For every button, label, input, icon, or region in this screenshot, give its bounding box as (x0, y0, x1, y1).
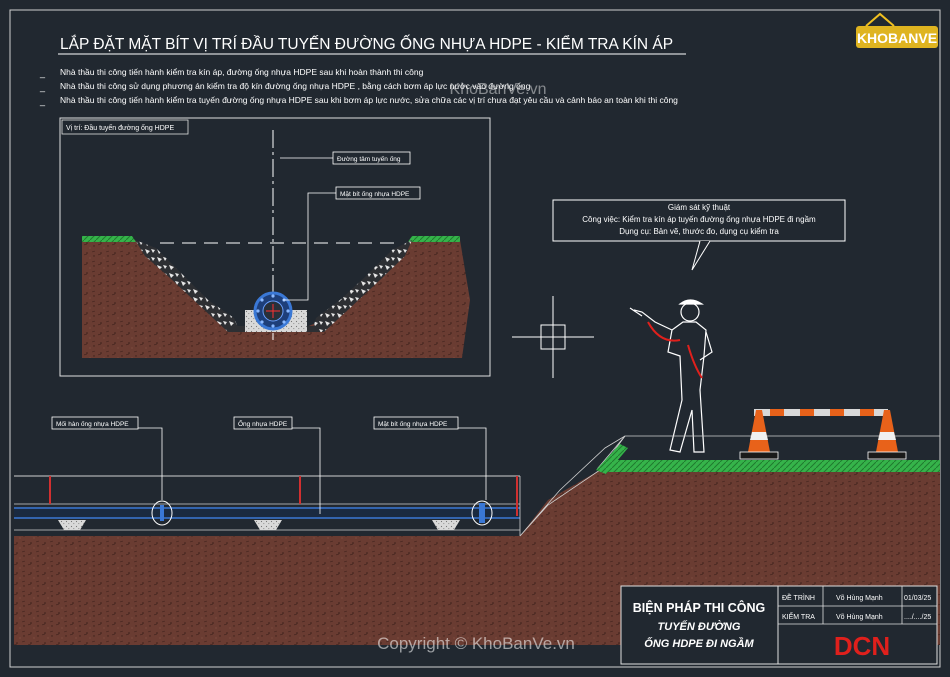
road-grass (600, 460, 940, 472)
worker-figure-icon (629, 299, 713, 453)
watermark-center: KhoBanVe.vn (450, 81, 547, 98)
supervisor-box (552, 199, 846, 242)
label-box-flange (373, 416, 459, 430)
callout-centerline: Đường tâm tuyến ống (337, 154, 401, 163)
title-block-main: BIỆN PHÁP THI CÔNG (633, 600, 765, 615)
note-bullet: _ (39, 96, 46, 106)
trench-slope-left (135, 240, 240, 332)
leader-pipe (292, 427, 321, 514)
row2-name: Võ Hùng Mạnh (836, 614, 883, 621)
row2-label: KIỂM TRA (782, 612, 815, 621)
title-block-sub2: ỐNG HDPE ĐI NGẦM (644, 637, 754, 650)
trench-soil (82, 240, 470, 358)
note-2: Nhà thầu thi công sử dụng phương án kiểm… (60, 81, 531, 91)
callout-flange: Mặt bít ống nhựa HDPE (340, 189, 410, 198)
notes-list: _ Nhà thầu thi công tiến hành kiểm tra k… (39, 67, 678, 106)
row1-date: 01/03/25 (904, 595, 931, 602)
detail-label-box (61, 119, 189, 135)
grass-left (82, 236, 136, 242)
supervisor-tools: Dụng cụ: Bản vẽ, thước đo, dụng cụ kiểm … (619, 227, 779, 236)
slope-grass (596, 444, 628, 474)
company-logo: DCN (834, 631, 890, 661)
khobanve-logo: KHOBANVE (856, 12, 938, 48)
safety-barrier (754, 409, 888, 416)
speech-pointer (691, 240, 711, 271)
crosshair-icon (512, 296, 594, 378)
traffic-cone-icon (739, 410, 779, 460)
drawing-frame (9, 9, 941, 668)
callout-box-flange (335, 186, 421, 200)
trench-detail: Vị trí: Đầu tuyến đường ống HDPE Đườ (59, 117, 491, 377)
label-pipe: Ống nhựa HDPE (238, 418, 288, 428)
title-block-sub1: TUYẾN ĐƯỜNG (658, 620, 741, 633)
callout-box-centerline (332, 151, 411, 165)
traffic-cone-icon (867, 410, 907, 460)
note-bullet: _ (39, 68, 46, 78)
label-box-pipe (233, 416, 293, 430)
leader-flange (458, 427, 487, 500)
khobanve-logo-text: KHOBANVE (857, 30, 937, 46)
row1-name: Võ Hùng Mạnh (836, 595, 883, 602)
grass-right (408, 236, 460, 242)
supervisor-role: Giám sát kỹ thuật (668, 203, 731, 212)
row2-date: ..../..../25 (904, 614, 931, 621)
drawing-title: LẮP ĐẶT MẶT BÍT VỊ TRÍ ĐẦU TUYẾN ĐƯỜNG Ố… (60, 35, 673, 53)
label-box-weld (51, 416, 139, 430)
watermark-copyright: Copyright © KhoBanVe.vn (377, 634, 575, 653)
label-weld: Mối hàn ống nhựa HDPE (56, 419, 129, 428)
note-3: Nhà thầu thi công tiến hành kiểm tra tuy… (60, 95, 678, 105)
detail-label: Vị trí: Đầu tuyến đường ống HDPE (66, 123, 174, 132)
weld-ring (160, 505, 164, 521)
flange-end-icon (471, 500, 493, 526)
detail-box (59, 117, 491, 377)
weld-joint-icon (151, 500, 173, 526)
marker-stakes (49, 476, 518, 516)
note-bullet: _ (39, 82, 46, 92)
supervisor-callout: Giám sát kỹ thuật Công việc: Kiểm tra kí… (552, 199, 846, 271)
label-flange: Mặt bít ống nhựa HDPE (378, 419, 448, 428)
note-1: Nhà thầu thi công tiến hành kiểm tra kín… (60, 67, 424, 77)
row1-label: ĐỀ TRÌNH (782, 592, 815, 602)
supervisor-task: Công việc: Kiểm tra kín áp tuyến đường ố… (582, 215, 816, 224)
trench-slope-right (312, 240, 412, 332)
flange-end-plate (479, 503, 485, 523)
pipe-supports (58, 520, 460, 530)
callout-leader-flange (283, 192, 336, 301)
title-block: BIỆN PHÁP THI CÔNG TUYẾN ĐƯỜNG ỐNG HDPE … (620, 585, 938, 665)
flange-bolts-icon (256, 294, 290, 328)
leader-weld (138, 427, 163, 500)
hdpe-pipe (14, 508, 520, 518)
